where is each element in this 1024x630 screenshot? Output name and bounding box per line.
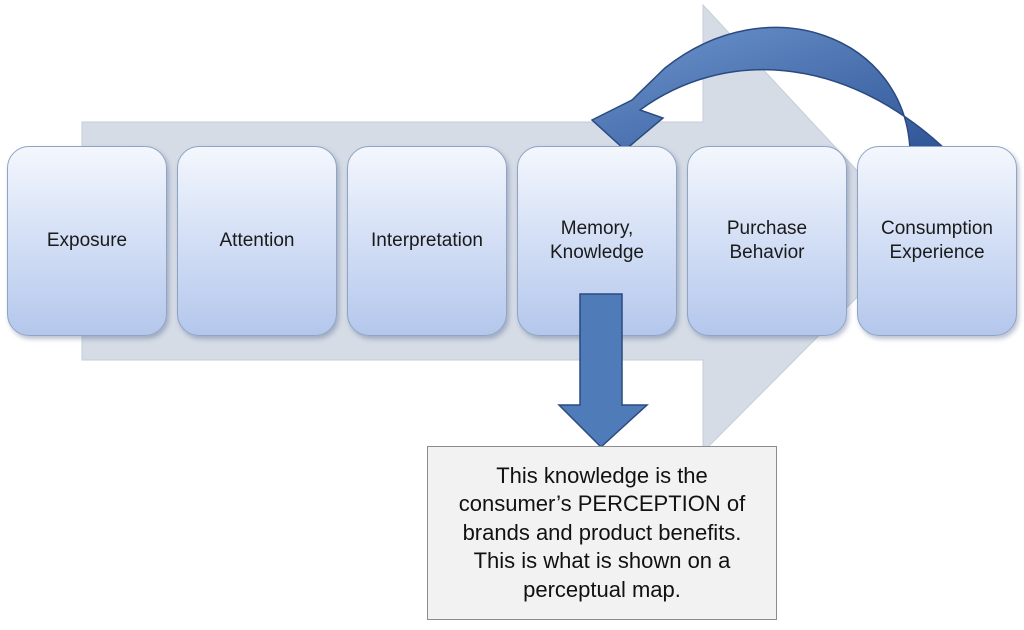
down-arrow-icon — [557, 293, 649, 449]
step-label: Attention — [219, 230, 295, 252]
perception-note-text: This knowledge is the consumer’s PERCEPT… — [458, 462, 746, 602]
step-consumption-experience: Consumption Experience — [857, 146, 1017, 336]
step-label: Consumption Experience — [881, 218, 993, 263]
step-exposure: Exposure — [7, 146, 167, 336]
step-label: Exposure — [46, 230, 128, 252]
step-label: Purchase Behavior — [726, 218, 808, 263]
perception-note-box: This knowledge is the consumer’s PERCEPT… — [427, 446, 777, 620]
step-label: Memory, Knowledge — [549, 218, 645, 263]
step-label: Interpretation — [371, 230, 483, 252]
step-purchase-behavior: Purchase Behavior — [687, 146, 847, 336]
step-interpretation: Interpretation — [347, 146, 507, 336]
step-attention: Attention — [177, 146, 337, 336]
